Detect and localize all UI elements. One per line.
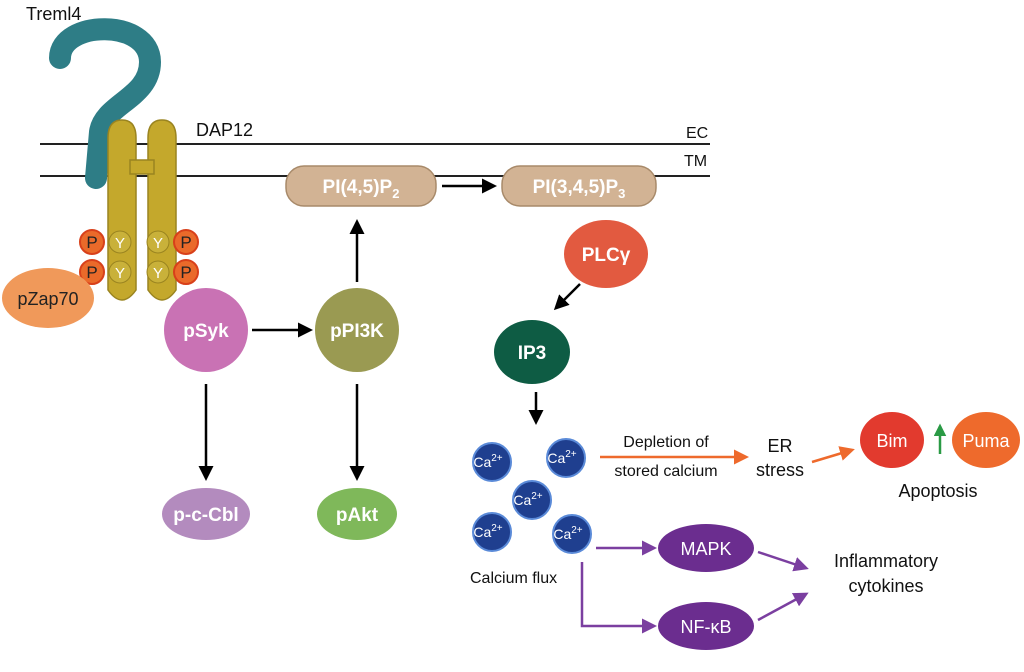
tyrosine-y-circle <box>146 230 170 254</box>
phospho-p-circle <box>79 229 105 255</box>
arrow-nfkb-to-cytokines <box>757 592 809 622</box>
pip3-label: PI(3,4,5)P3 <box>533 177 626 201</box>
calcium-ion <box>546 438 586 478</box>
calcium-flux-label: Calcium flux <box>470 570 557 587</box>
pip2-node <box>285 165 437 207</box>
phospho-p-label: P <box>180 263 191 282</box>
ip3-label: IP3 <box>518 343 547 364</box>
plcg-node <box>564 220 648 288</box>
tyrosine-y-circle <box>108 260 132 284</box>
ppi3k-node <box>315 288 399 372</box>
treml4-receptor <box>49 18 162 189</box>
mapk-node <box>658 524 754 572</box>
puma-label: Puma <box>962 431 1010 451</box>
calcium-ion <box>472 512 512 552</box>
bim-node <box>860 412 924 468</box>
tyrosine-y-label: Y <box>153 265 163 282</box>
ppi3k-label: pPI3K <box>330 321 384 342</box>
phospho-p-label: P <box>180 233 191 252</box>
pccbl-label: p-c-Cbl <box>173 505 238 526</box>
treml4-label: Treml4 <box>26 4 81 24</box>
tyrosine-y-circle <box>108 230 132 254</box>
arrow-plcg-to-ip3 <box>553 283 581 311</box>
calcium-ion <box>512 480 552 520</box>
calcium-ion-label: Ca2+ <box>547 449 576 466</box>
calcium-ion-label: Ca2+ <box>473 523 502 540</box>
psyk-label: pSyk <box>183 321 229 342</box>
arrow-calcium-to-nfkb <box>580 562 657 634</box>
dap12-label: DAP12 <box>196 120 253 140</box>
puma-node <box>952 412 1020 468</box>
pip3-node <box>501 165 657 207</box>
phospho-p-circle <box>173 259 199 285</box>
phospho-p-label: P <box>86 233 97 252</box>
phospho-p-circle <box>79 259 105 285</box>
calcium-ions: Ca2+ Ca2+ Ca2+ Ca2+ Ca2+ <box>472 438 592 554</box>
pccbl-node <box>162 488 250 540</box>
tyrosine-y-label: Y <box>115 235 125 252</box>
er-stress-line2: stress <box>756 460 804 480</box>
mapk-label: MAPK <box>680 539 731 559</box>
psyk-node <box>164 288 248 372</box>
tyrosine-y-label: Y <box>153 235 163 252</box>
ip3-node <box>494 320 570 384</box>
tm-label: TM <box>684 153 707 170</box>
plcg-label: PLCγ <box>582 245 631 266</box>
calcium-ion <box>552 514 592 554</box>
tyrosine-y-circle <box>146 260 170 284</box>
depletion-label-line1: Depletion of <box>623 434 709 451</box>
apoptosis-label: Apoptosis <box>898 481 977 501</box>
calcium-ion-label: Ca2+ <box>513 491 542 508</box>
cytokines-line1: Inflammatory <box>834 551 938 571</box>
bim-label: Bim <box>877 431 908 451</box>
phospho-p-label: P <box>86 263 97 282</box>
calcium-ion-label: Ca2+ <box>553 525 582 542</box>
nfkb-node <box>658 602 754 650</box>
dap12-dimer <box>107 119 177 301</box>
depletion-label-line2: stored calcium <box>614 463 717 480</box>
pakt-node <box>317 488 397 540</box>
tyrosine-y-label: Y <box>115 265 125 282</box>
calcium-ion <box>472 442 512 482</box>
pip2-label: PI(4,5)P2 <box>323 177 400 201</box>
calcium-ion-label: Ca2+ <box>473 453 502 470</box>
pzap70-node <box>2 268 94 328</box>
ec-label: EC <box>686 125 708 142</box>
phospho-tyrosines: P Y Y P P Y Y P <box>79 229 199 285</box>
arrow-mapk-to-cytokines <box>757 550 809 572</box>
pzap70-label: pZap70 <box>17 289 78 309</box>
cytokines-line2: cytokines <box>848 576 923 596</box>
phospho-p-circle <box>173 229 199 255</box>
arrow-er-to-apoptosis <box>811 446 855 464</box>
nfkb-label: NF-κB <box>681 617 732 637</box>
er-stress-line1: ER <box>767 436 792 456</box>
pakt-label: pAkt <box>336 505 379 526</box>
